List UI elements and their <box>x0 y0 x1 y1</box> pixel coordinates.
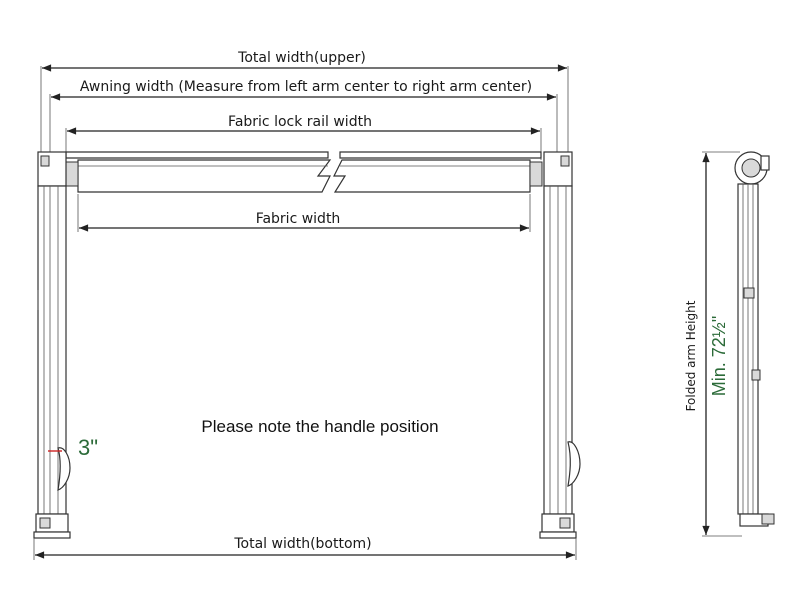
total-width-bottom-label: Total width(bottom) <box>233 536 371 552</box>
folded-arm-height-label: Folded arm Height <box>684 300 698 411</box>
right-handle <box>567 441 581 487</box>
right-arm <box>539 151 577 539</box>
awning-width-label: Awning width (Measure from left arm cent… <box>80 79 532 95</box>
total-width-upper-label: Total width(upper) <box>237 50 366 66</box>
handle-offset-label: 3" <box>78 435 98 460</box>
total-width-bottom-dimension: Total width(bottom) <box>33 536 577 560</box>
side-view-arm <box>734 151 775 527</box>
fabric-width-label: Fabric width <box>256 211 341 227</box>
fabric-width-dimension: Fabric width <box>77 194 531 232</box>
left-handle <box>48 447 71 491</box>
folded-arm-height-dimension: Folded arm Height Min. 72½" <box>684 151 742 537</box>
fabric-lock-rail <box>65 151 543 193</box>
total-width-upper-dimension: Total width(upper) <box>40 50 569 152</box>
handle-note: Please note the handle position <box>201 417 438 436</box>
min-height-label: Min. 72½" <box>709 316 729 396</box>
fabric-lock-rail-width-label: Fabric lock rail width <box>228 114 372 130</box>
awning-width-dimension: Awning width (Measure from left arm cent… <box>49 79 558 152</box>
